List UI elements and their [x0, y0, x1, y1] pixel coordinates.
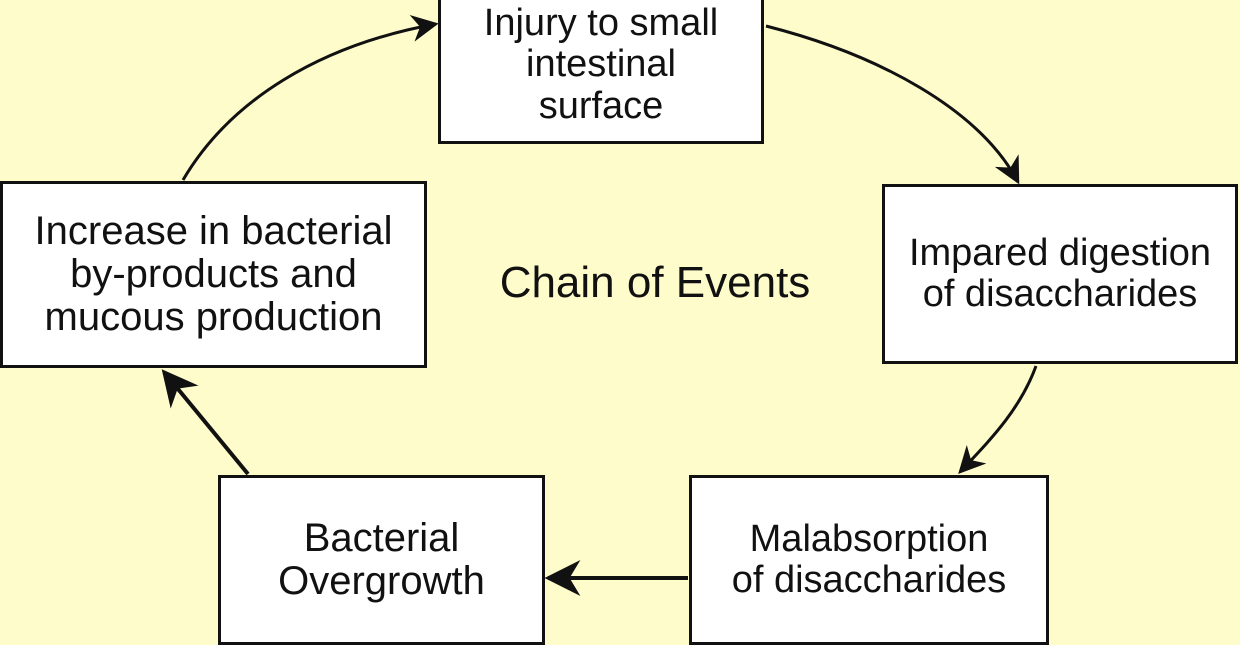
- node-bacterial-overgrowth: Bacterial Overgrowth: [218, 475, 545, 645]
- arrows-layer: [161, 15, 1038, 596]
- edge-increase-to-injury: [181, 15, 439, 181]
- node-label: Bacterial Overgrowth: [278, 515, 485, 603]
- node-malabsorption: Malabsorption of disaccharides: [689, 475, 1049, 645]
- node-injury-to-small-intestinal-surface: Injury to small intestinal surface: [438, 0, 764, 144]
- node-label: Malabsorption of disaccharides: [731, 517, 1007, 601]
- edge-overgrowth-to-increase: [161, 369, 250, 476]
- node-impaired-digestion: Impared digestion of disaccharides: [882, 184, 1238, 364]
- node-label: Impared digestion of disaccharides: [908, 231, 1212, 315]
- edge-injury-to-impaired: [765, 24, 1020, 185]
- node-increase-in-bacterial-by-products: Increase in bacterial by-products and mu…: [0, 181, 427, 368]
- diagram-title: Chain of Events: [499, 258, 811, 307]
- edge-impaired-to-malabsorption: [958, 365, 1038, 474]
- node-label: Injury to small intestinal surface: [483, 2, 719, 127]
- node-label: Increase in bacterial by-products and mu…: [34, 208, 393, 340]
